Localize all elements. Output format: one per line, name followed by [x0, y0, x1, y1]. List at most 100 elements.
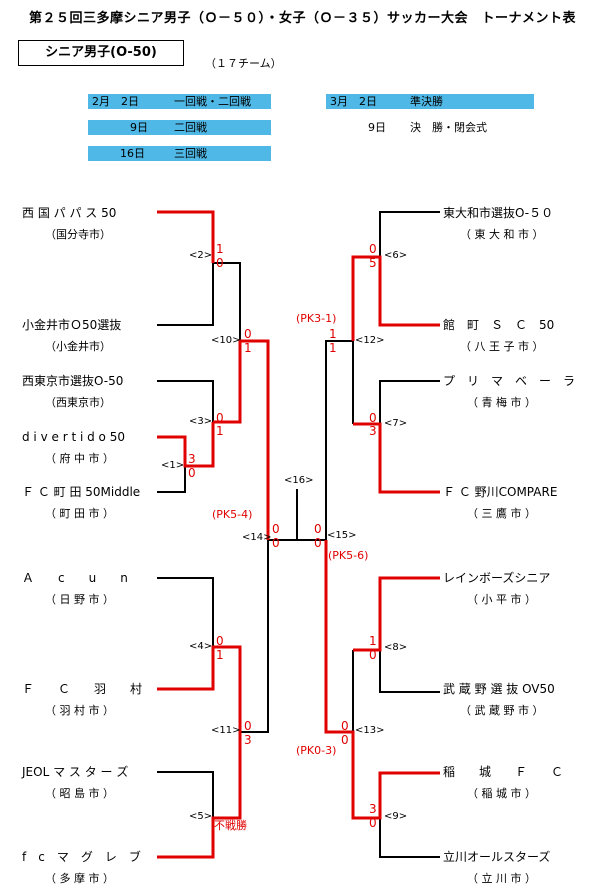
match-label: <3> [189, 416, 213, 427]
score: 0 [272, 536, 280, 550]
team-name-left: JEOL マ ス タ ー ズ [22, 765, 129, 779]
team-name-left: Ｆ Ｃ 羽 村 [22, 682, 143, 696]
team-city-right: （ 立 川 市 ） [467, 872, 536, 885]
team-city-right: （ 東 大 和 市 ） [460, 228, 544, 241]
score: 1 [329, 341, 337, 355]
team-name-left: 西 国 パ パ ス 50 [22, 206, 117, 220]
page-title: 第２５回三多摩シニア男子（Ｏ－５０）・女子（Ｏ－３５）サッカー大会 トーナメント… [28, 11, 576, 26]
team-city-right: （ 青 梅 市 ） [467, 396, 536, 409]
team-city-left: （国分寺市） [45, 228, 111, 241]
score: 1 [369, 634, 377, 648]
score: 1 [216, 424, 224, 438]
team-name-right: Ｆ Ｃ 野川COMPARE [443, 485, 558, 499]
score: 0 [314, 522, 322, 536]
team-name-right: 立川オールスターズ [443, 850, 551, 864]
score: 0 [216, 411, 224, 425]
score: 5 [369, 256, 377, 270]
schedule-row-2: 9日 二回戦 [88, 120, 271, 135]
schedule-date: 2月 2日 [92, 95, 139, 108]
schedule-round: 一回戦・二回戦 [174, 95, 251, 108]
team-city-left: （ 町 田 市 ） [45, 507, 114, 520]
score: 3 [369, 424, 377, 438]
schedule-date: 16日 [120, 147, 145, 160]
schedule-date: 3月 2日 [330, 95, 377, 108]
schedule-round: 準決勝 [410, 95, 443, 108]
pk-note: (PK5-4) [212, 508, 253, 521]
team-city-right: （ 三 鷹 市 ） [467, 507, 536, 520]
score: 0 [244, 719, 252, 733]
score: 0 [369, 816, 377, 830]
pk-note: (PK5-6) [328, 549, 369, 562]
team-name-left: Ａ c u n [22, 571, 128, 585]
team-name-left: d i v e r t i d o 50 [22, 430, 125, 444]
team-name-left: 西東京市選抜O-50 [22, 374, 124, 388]
match-label: <8> [384, 642, 408, 653]
team-city-right: （ 武 蔵 野 市 ） [460, 704, 544, 717]
match-label: <13> [355, 725, 385, 736]
score: 0 [369, 242, 377, 256]
schedule-date: 9日 [368, 121, 386, 134]
team-city-left: （ 府 中 市 ） [45, 452, 114, 465]
score: 3 [244, 733, 252, 747]
division-label: シニア男子(O-50) [18, 40, 184, 66]
team-city-left: （小金井市） [45, 340, 111, 353]
team-city-left: （ 日 野 市 ） [45, 593, 114, 606]
schedule-round: 三回戦 [174, 147, 207, 160]
pk-note: (PK3-1) [296, 312, 337, 325]
match-label: <11> [211, 725, 241, 736]
team-city-right: （ 八 王 子 市 ） [460, 340, 544, 353]
pk-note: (PK0-3) [296, 744, 337, 757]
team-city-left: （ 羽 村 市 ） [45, 704, 114, 717]
score: 0 [244, 327, 252, 341]
team-name-right: 武 蔵 野 選 抜 OV50 [443, 682, 555, 696]
score: 3 [188, 452, 196, 466]
score: 1 [329, 327, 337, 341]
schedule-row-5: 9日 決 勝・閉会式 [326, 120, 534, 135]
match-label: <4> [189, 641, 213, 652]
schedule-round: 決 勝・閉会式 [410, 121, 487, 134]
schedule-date: 9日 [130, 121, 148, 134]
team-name-left: f c マ グ レ ブ [22, 850, 141, 864]
match-label: <1> [161, 460, 185, 471]
score: 1 [216, 242, 224, 256]
team-city-right: （ 稲 城 市 ） [467, 787, 536, 800]
schedule-row-3: 16日 三回戦 [88, 146, 271, 161]
score: 0 [369, 648, 377, 662]
score: 0 [369, 411, 377, 425]
score: 1 [216, 648, 224, 662]
team-name-right: 館 町 Ｓ Ｃ 50 [443, 318, 555, 332]
schedule-round: 二回戦 [174, 121, 207, 134]
team-name-right: レインボーズシニア [443, 571, 551, 585]
match-label: <2> [189, 250, 213, 261]
score: 0 [216, 634, 224, 648]
team-city-left: （ 昭 島 市 ） [45, 787, 114, 800]
team-city-left: （ 多 摩 市 ） [45, 872, 114, 885]
team-name-left: 小金井市Ｏ50選抜 [22, 318, 122, 332]
match-label: <12> [355, 335, 385, 346]
walkover-note: 不戦勝 [214, 819, 247, 832]
team-name-right: 稲 城 Ｆ Ｃ [443, 765, 564, 779]
team-count: （１７チーム） [205, 57, 282, 70]
match-label: <9> [384, 811, 408, 822]
match-label: <14> [242, 532, 272, 543]
score: 0 [216, 256, 224, 270]
match-label: <7> [384, 418, 408, 429]
score: 3 [369, 802, 377, 816]
score: 0 [314, 536, 322, 550]
schedule-row-1: 2月 2日 一回戦・二回戦 [88, 94, 271, 109]
team-name-right: プ リ マ ベ ー ラ [443, 374, 576, 388]
team-city-right: （ 小 平 市 ） [467, 593, 536, 606]
match-label: <16> [284, 475, 314, 486]
score: 0 [272, 522, 280, 536]
score: 0 [341, 719, 349, 733]
score: 0 [341, 733, 349, 747]
schedule-row-4: 3月 2日 準決勝 [326, 94, 534, 109]
match-label: <6> [384, 250, 408, 261]
team-city-left: （西東京市） [45, 396, 111, 409]
team-name-left: Ｆ Ｃ 町 田 50Middle [22, 485, 141, 499]
match-label: <15> [327, 530, 357, 541]
match-label: <5> [189, 811, 213, 822]
match-label: <10> [211, 335, 241, 346]
score: 1 [244, 341, 252, 355]
